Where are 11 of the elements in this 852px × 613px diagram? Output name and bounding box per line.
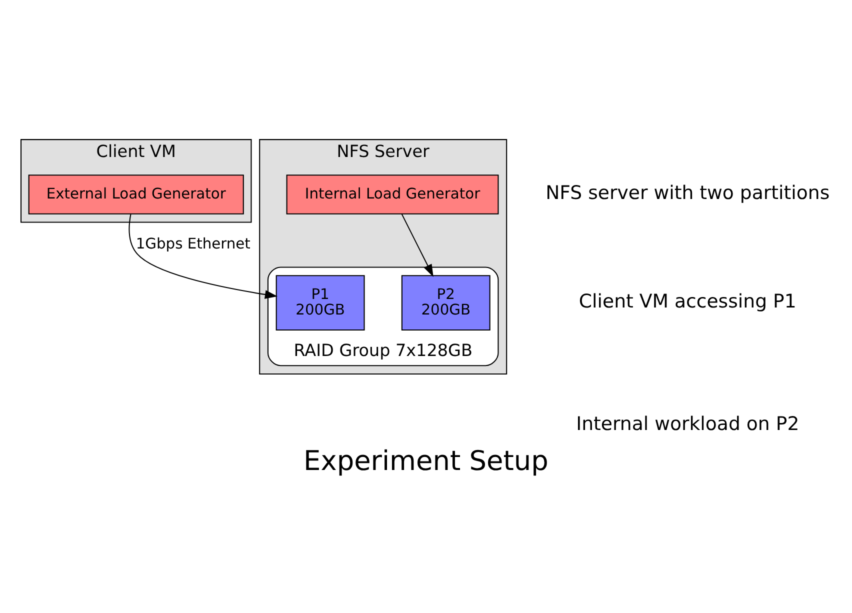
label: Internal workload on P2 — [576, 413, 800, 434]
node-box: Internal Load Generator — [286, 174, 499, 214]
node-box: P1 200GB — [276, 274, 365, 330]
label: Client VM accessing P1 — [578, 290, 796, 312]
node-box: External Load Generator — [28, 174, 244, 214]
diagram-title: Experiment Setup — [304, 446, 548, 477]
arrow — [128, 214, 278, 298]
arrow — [401, 213, 434, 276]
edge-label: 1Gbps Ethernet — [136, 235, 250, 252]
node-box: P2 200GB — [401, 274, 490, 330]
label: NFS server with two partitions — [546, 182, 830, 204]
